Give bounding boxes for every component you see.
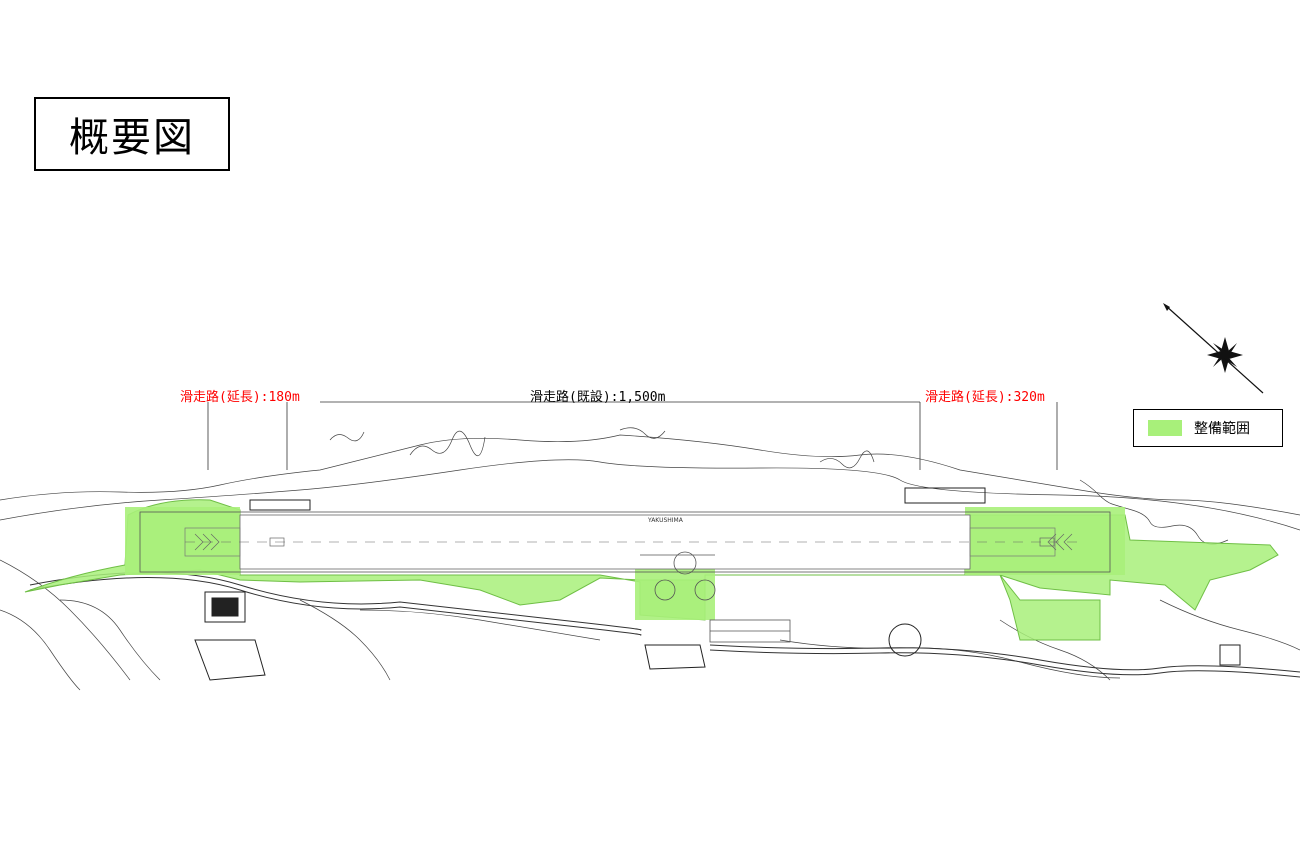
compass-rose-icon: [1163, 303, 1264, 394]
right-extension-label: 滑走路(延長):320m: [925, 390, 1045, 405]
taxiway: [640, 551, 791, 643]
runway-strip: [139, 511, 1111, 573]
legend-label: 整備範囲: [1194, 421, 1250, 437]
page-title: 概要図: [34, 97, 230, 171]
dimension-lines: [207, 401, 1058, 470]
legend-swatch: [1148, 420, 1182, 436]
runway-threshold-markings: [194, 533, 1073, 551]
legend: 整備範囲: [1133, 409, 1283, 447]
right-extension-area: [965, 507, 1125, 575]
left-extension-area: [125, 507, 240, 575]
roads: [29, 572, 1300, 678]
runway-name-marking: YAKUSHIMA: [647, 517, 684, 524]
terrain-lines: [0, 427, 1300, 691]
existing-runway-label: 滑走路(既設):1,500m: [530, 390, 666, 405]
buildings: [194, 487, 1241, 681]
left-extension-label: 滑走路(延長):180m: [180, 390, 300, 405]
